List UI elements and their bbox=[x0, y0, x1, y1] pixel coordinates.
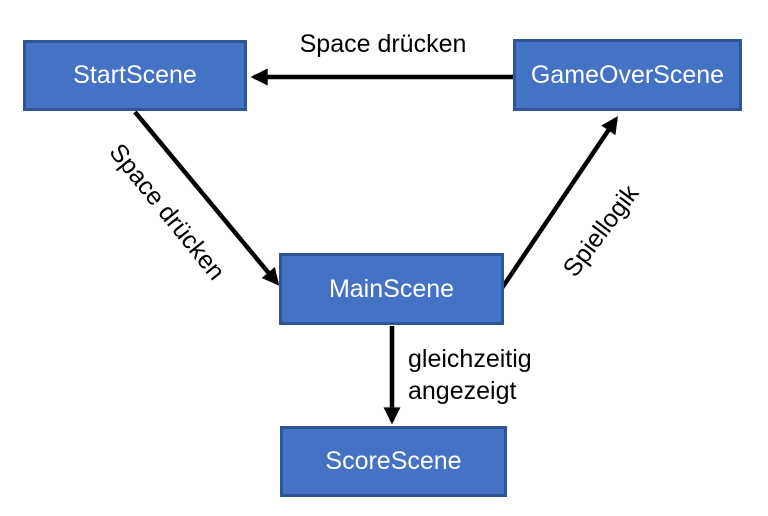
node-scorescene-label: ScoreScene bbox=[325, 447, 462, 475]
edge-label-main-to-score-line1: gleichzeitig bbox=[408, 345, 532, 373]
node-gameoverscene-label: GameOverScene bbox=[530, 60, 725, 89]
edge-label-main-to-score: gleichzeitig angezeigt bbox=[408, 343, 532, 407]
arrow-main-to-gameover bbox=[500, 116, 618, 290]
node-mainscene: MainScene bbox=[279, 253, 504, 325]
node-scorescene: ScoreScene bbox=[280, 426, 507, 497]
node-startscene-label: StartScene bbox=[73, 61, 197, 89]
node-startscene: StartScene bbox=[23, 40, 247, 111]
node-gameoverscene: GameOverScene bbox=[513, 39, 742, 111]
node-mainscene-label: MainScene bbox=[328, 274, 455, 303]
arrow-start-to-main bbox=[133, 110, 280, 286]
edge-label-main-to-score-line2: angezeigt bbox=[408, 377, 517, 405]
edge-label-gameover-to-start: Space drücken bbox=[299, 30, 467, 58]
